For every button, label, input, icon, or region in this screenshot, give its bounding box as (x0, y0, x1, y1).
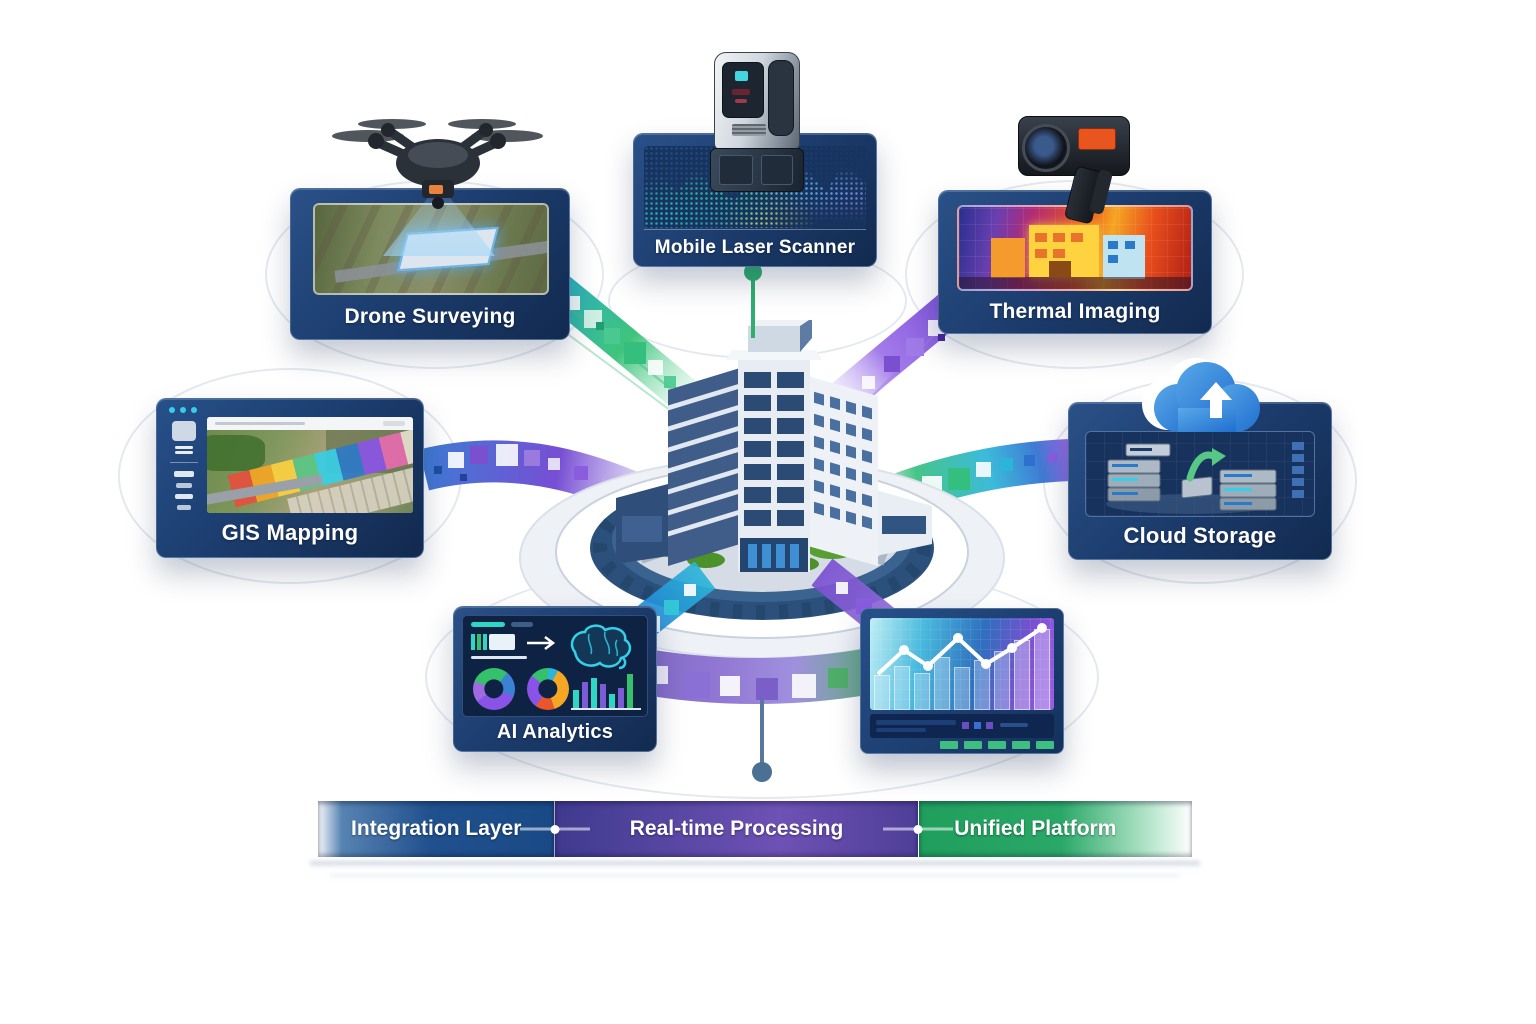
gis-sidebar (167, 419, 201, 513)
bar-dash-dot-1 (520, 827, 590, 831)
realtime-processing-label: Real-time Processing (629, 817, 844, 840)
cloud-upload-icon (1142, 358, 1260, 432)
bar-reflection (310, 861, 1200, 868)
donut-chart-1 (473, 668, 515, 710)
thermal-camera-icon (1008, 116, 1138, 226)
ai-label: AI Analytics (496, 721, 614, 743)
doc-tile (489, 634, 515, 650)
mini-bars (471, 634, 487, 650)
monitor-line-chart (876, 623, 1047, 676)
flow-arrow (527, 636, 556, 650)
server-stack-right (1219, 469, 1277, 511)
donut-chart-2 (527, 668, 569, 710)
monitor-screen (870, 618, 1054, 710)
bottom-layer-bar: Integration Layer Real-time Processing U… (318, 801, 1192, 857)
cloud-label: Cloud Storage (1123, 523, 1277, 548)
server-stack-left (1107, 443, 1171, 502)
server-room (1085, 431, 1315, 517)
drone-icon (332, 119, 543, 209)
drone-label: Drone Surveying (344, 305, 516, 328)
monitor-bars (874, 618, 1050, 710)
monitor-buttons (870, 740, 1054, 750)
laser-label: Mobile Laser Scanner (644, 229, 866, 266)
thermal-building-right (1102, 234, 1145, 279)
gis-label: GIS Mapping (221, 520, 359, 545)
unified-platform-label: Unified Platform (954, 817, 1117, 840)
gis-map-view (207, 417, 413, 513)
bar-segment-integration: Integration Layer (318, 801, 555, 857)
brain-icon (570, 624, 632, 670)
status-lights (1292, 442, 1304, 498)
bar-segment-unified: Unified Platform (917, 801, 1192, 857)
thermal-label: Thermal Imaging (989, 300, 1161, 323)
bar-reflection-2 (330, 874, 1180, 878)
bar-connector-dot (752, 762, 772, 782)
analytics-monitor (860, 608, 1064, 754)
thermal-image (957, 205, 1193, 291)
bar-chart-mini (571, 666, 641, 710)
monitor-toolbar (870, 714, 1054, 738)
card-thermal-imaging: Thermal Imaging (938, 190, 1212, 334)
card-gis-mapping: GIS Mapping (156, 398, 424, 558)
laser-scanner-icon (710, 52, 804, 192)
window-controls (169, 407, 197, 413)
url-bar (207, 417, 413, 431)
bar-dash-dot-2 (883, 827, 953, 831)
laser-connector-dot (744, 263, 762, 281)
card-ai-analytics: AI Analytics (453, 606, 657, 752)
server-box-small (1181, 476, 1213, 499)
integration-layer-label: Integration Layer (351, 817, 522, 840)
thermal-building-left (991, 238, 1026, 279)
upload-arrow (1200, 382, 1232, 418)
thermal-building-main (1028, 225, 1099, 278)
ai-dashboard (462, 615, 648, 717)
bar-segment-realtime: Real-time Processing (554, 801, 918, 857)
gis-stream-pixels (434, 444, 613, 489)
